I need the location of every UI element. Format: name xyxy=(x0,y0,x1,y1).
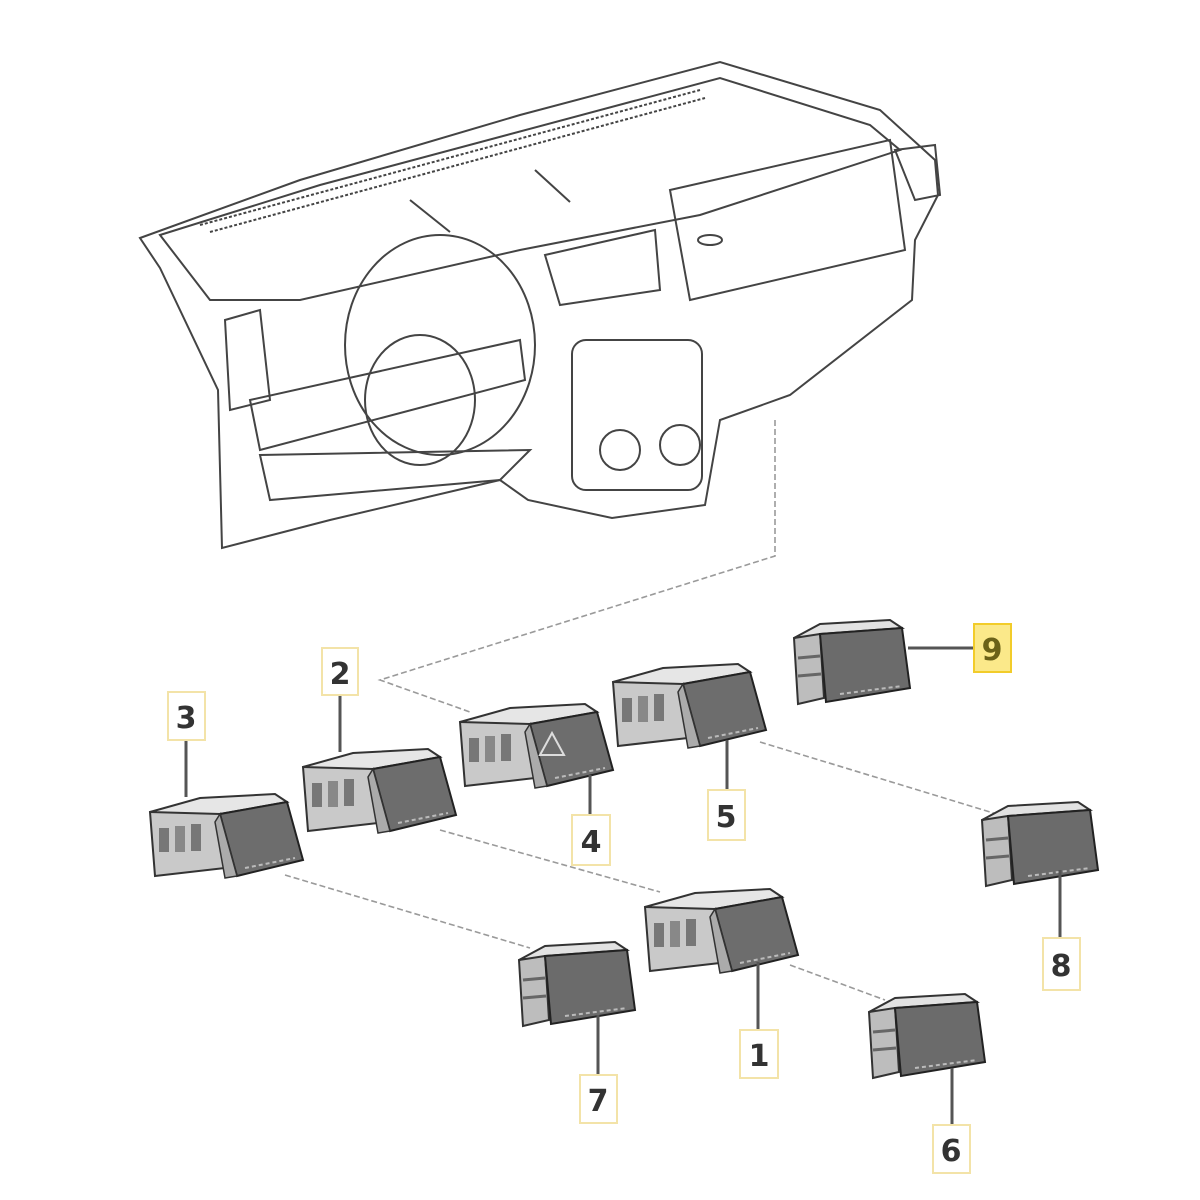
switch-part-5 xyxy=(612,663,767,749)
blank-cap-part-7 xyxy=(517,940,637,1028)
part-number: 1 xyxy=(749,1039,770,1074)
part-label-9-highlighted[interactable]: 9 xyxy=(973,623,1012,673)
part-label-2[interactable]: 2 xyxy=(321,647,359,696)
part-number: 7 xyxy=(588,1084,609,1119)
part-number: 8 xyxy=(1051,949,1072,984)
part-label-1[interactable]: 1 xyxy=(739,1029,779,1079)
dashboard-assembly xyxy=(138,60,942,550)
hazard-triangle-icon xyxy=(538,730,566,756)
blank-cap-part-6 xyxy=(867,992,987,1080)
part-label-7[interactable]: 7 xyxy=(579,1074,618,1124)
part-number: 5 xyxy=(716,800,737,835)
switch-part-2 xyxy=(302,748,457,834)
blank-cap-part-8 xyxy=(980,800,1100,888)
switch-part-3 xyxy=(149,793,304,879)
part-label-4[interactable]: 4 xyxy=(571,814,611,866)
switch-modules xyxy=(149,618,1100,1080)
part-number: 4 xyxy=(581,825,602,860)
blank-cap-part-9 xyxy=(792,618,912,706)
part-label-6[interactable]: 6 xyxy=(932,1124,971,1174)
part-label-3[interactable]: 3 xyxy=(167,691,206,741)
part-number: 2 xyxy=(330,657,351,692)
part-number: 3 xyxy=(176,701,197,736)
leader-lines xyxy=(184,646,1062,1125)
part-label-8[interactable]: 8 xyxy=(1042,937,1081,991)
part-label-5[interactable]: 5 xyxy=(707,789,746,841)
reference-lines xyxy=(284,420,1001,1001)
switch-part-1 xyxy=(644,888,799,974)
part-number: 6 xyxy=(941,1134,962,1169)
part-number: 9 xyxy=(982,633,1003,668)
